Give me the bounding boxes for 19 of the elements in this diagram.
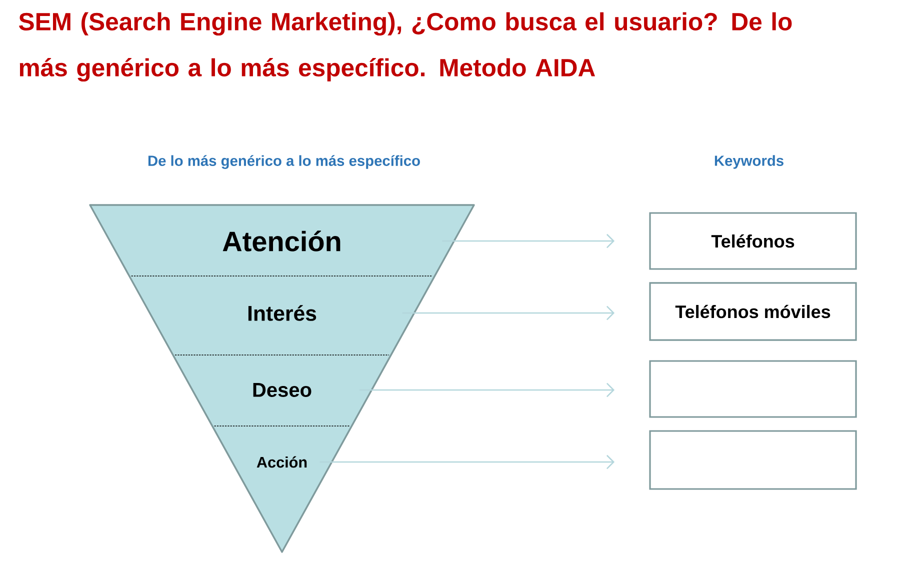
- node-label: Interés: [248, 305, 316, 321]
- node-label: Acción: [256, 456, 307, 468]
- arrow: [360, 382, 615, 398]
- heading: De lo más genérico a lo más específico: [148, 155, 420, 169]
- keyword-box: [649, 360, 857, 418]
- heading: Keywords: [714, 155, 784, 169]
- funnel-band: Acción: [212, 426, 352, 552]
- arrow: [402, 306, 615, 320]
- arrow: [442, 234, 615, 248]
- funnel-band: Interés: [129, 276, 435, 355]
- node-label: Atención: [222, 230, 340, 252]
- arrow: [320, 454, 615, 470]
- title: SEM (Search Engine Marketing), ¿Como busca el usuario? De lo más genérico a lo más específico. Metodo AIDA: [18, 12, 792, 82]
- funnel-band: Atención: [90, 205, 474, 276]
- funnel-band: Deseo: [173, 355, 391, 426]
- keyword-box: Teléfonos: [649, 212, 857, 270]
- keyword-box: Teléfonos móviles: [649, 282, 857, 341]
- node-label: Deseo: [253, 383, 312, 397]
- keyword-box: [649, 430, 857, 490]
